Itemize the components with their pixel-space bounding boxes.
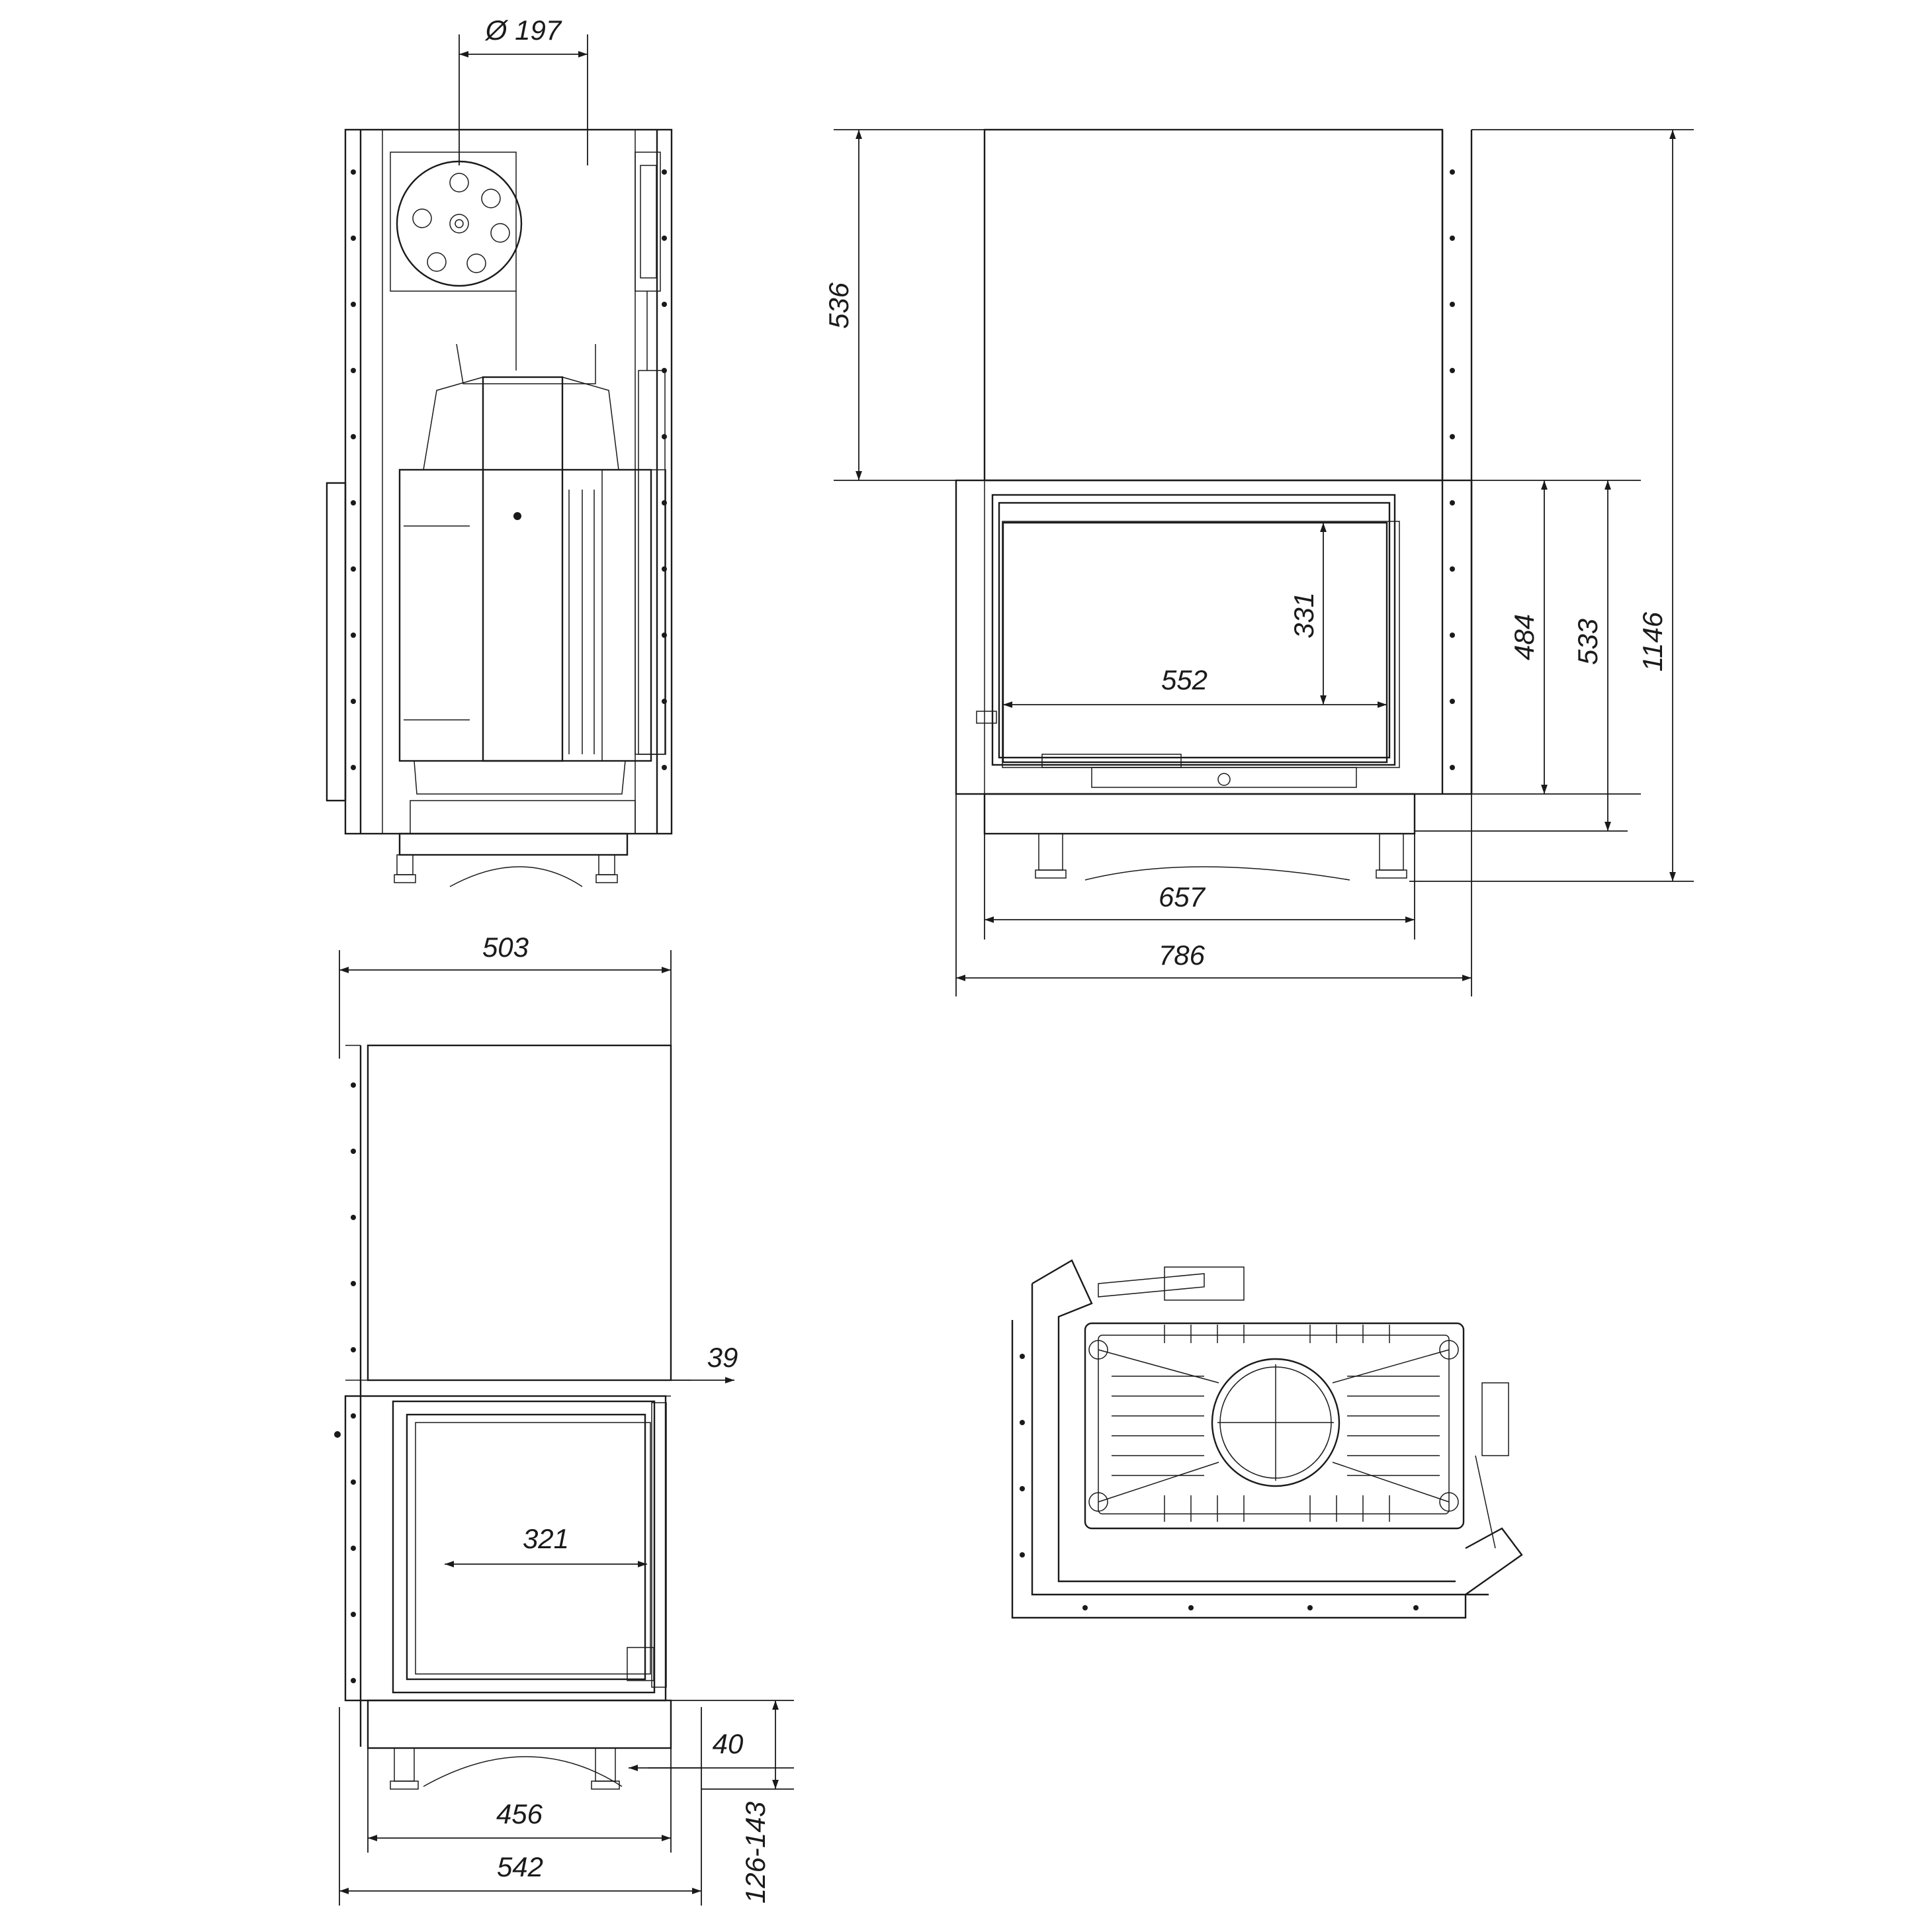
dim-total-width: 786	[955, 794, 1472, 996]
label-body-height: 533	[1572, 619, 1603, 665]
label-glass-width: 552	[1161, 664, 1208, 695]
dim-base-width: 657	[984, 794, 1415, 940]
label-glass-height: 331	[1288, 592, 1319, 638]
dim-side-offset-bottom: 40	[629, 1700, 794, 1771]
label-side-base-width: 456	[496, 1798, 543, 1829]
label-total-height: 1146	[1637, 611, 1668, 672]
dim-leg-height-range: 126-143	[701, 1700, 794, 1904]
dim-side-base-width: 456	[367, 1748, 672, 1853]
dim-top-section-height: 536	[823, 129, 985, 481]
label-side-offset-bottom: 40	[713, 1728, 744, 1759]
label-side-top-width: 503	[482, 932, 529, 963]
label-glass-depth: 321	[523, 1523, 569, 1554]
label-side-total-width: 542	[497, 1851, 543, 1882]
label-door-frame-height: 484	[1509, 614, 1540, 660]
flue-outlet-icon	[1211, 1358, 1340, 1487]
front-exterior-view	[955, 128, 1473, 881]
dim-total-height: 1146	[1409, 129, 1694, 882]
top-view	[1011, 1259, 1523, 1619]
dim-side-total-width: 542	[339, 1707, 702, 1906]
label-top-section-height: 536	[823, 282, 854, 329]
dim-side-offset-top: 39	[648, 1342, 738, 1383]
label-side-offset-top: 39	[707, 1342, 738, 1373]
label-flue-diameter: Ø 197	[484, 15, 562, 46]
front-cutaway-view	[326, 128, 673, 887]
dim-door-frame-height: 484	[1471, 480, 1641, 795]
dim-body-height: 533	[1415, 480, 1628, 832]
dim-flue-diameter: Ø 197	[459, 15, 588, 165]
dim-glass-width: 552	[1003, 664, 1387, 708]
dim-glass-height: 331	[1288, 523, 1327, 705]
label-leg-height-range: 126-143	[740, 1802, 771, 1904]
dim-side-top-width: 503	[339, 932, 672, 1059]
dim-glass-depth: 321	[445, 1523, 647, 1567]
label-base-width: 657	[1159, 881, 1206, 912]
label-total-width: 786	[1159, 940, 1206, 971]
side-view	[334, 1044, 691, 1790]
